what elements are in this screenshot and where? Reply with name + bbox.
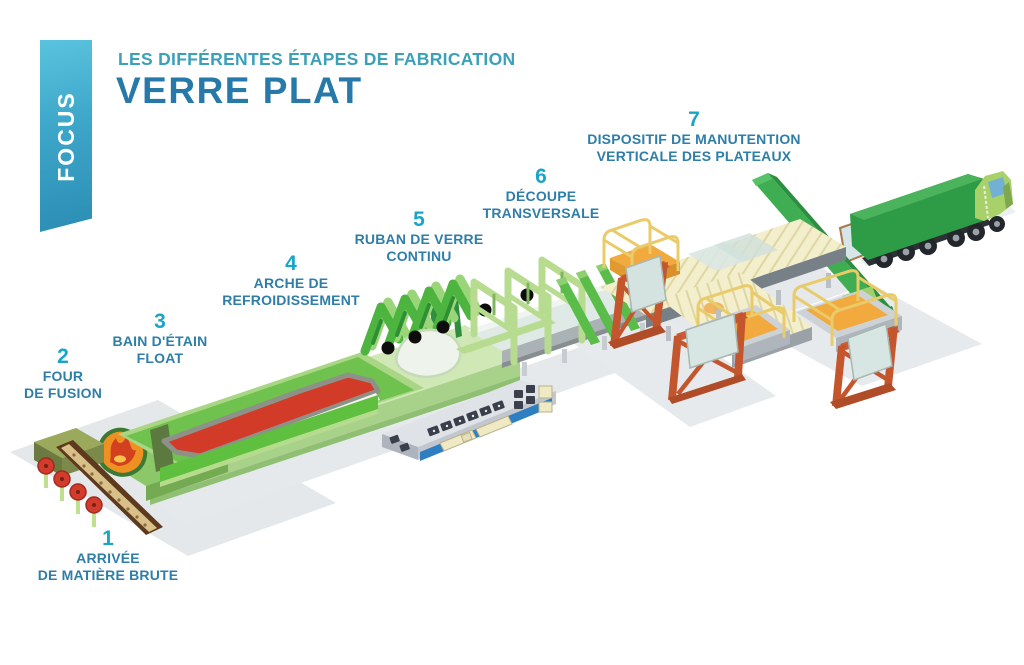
page-title: VERRE PLAT	[116, 70, 363, 111]
raw-material-conveyor	[34, 428, 163, 535]
step-text: FLOAT	[136, 349, 184, 366]
step-text: ARCHE DE	[253, 275, 329, 291]
glass-sheet	[847, 322, 893, 382]
truck-cab-window	[988, 177, 1007, 198]
step-text: DÉCOUPE	[505, 188, 577, 204]
page-subtitle: LES DIFFÉRENTES ÉTAPES DE FABRICATION	[118, 49, 516, 69]
focus-ribbon: FOCUS	[40, 40, 92, 232]
step-number: 6	[535, 165, 547, 188]
step-text: BAIN D'ÉTAIN	[112, 333, 208, 349]
ribbon-portal-frames	[470, 256, 586, 366]
step-text: DE MATIÈRE BRUTE	[37, 566, 179, 583]
glass-sheet-on-table	[688, 242, 752, 271]
step-label-6: 6 DÉCOUPE TRANSVERSALE	[483, 166, 600, 221]
step-text: DE FUSION	[23, 384, 103, 401]
step-label-4: 4 ARCHE DE REFROIDISSEMENT	[222, 253, 360, 308]
console-buttons	[389, 400, 505, 452]
step-label-7: 7 DISPOSITIF DE MANUTENTION VERTICALE DE…	[587, 109, 800, 164]
step-label-2: 2 FOUR DE FUSION	[24, 346, 102, 401]
step-text: TRANSVERSALE	[482, 204, 600, 221]
step-text: REFROIDISSEMENT	[222, 291, 360, 308]
step-number: 7	[688, 108, 700, 131]
step-label-1: 1 ARRIVÉE DE MATIÈRE BRUTE	[38, 528, 179, 583]
glass-rack-1	[608, 254, 670, 349]
step-number: 3	[154, 310, 166, 333]
cooling-arches	[360, 274, 483, 356]
feeder-wheels	[37, 457, 103, 527]
step-text: VERTICALE DES PLATEAUX	[596, 147, 792, 164]
control-console	[382, 380, 556, 461]
glass-rack-3	[830, 322, 900, 409]
truck-wheels	[875, 216, 1005, 268]
molten-glass-ribbon	[161, 372, 381, 459]
float-bath	[118, 352, 424, 487]
glass-sheet	[685, 312, 739, 370]
step-text: DISPOSITIF DE MANUTENTION	[587, 131, 801, 147]
focus-label: FOCUS	[52, 90, 79, 182]
glass-rack-2	[668, 312, 748, 404]
step-number: 2	[57, 345, 69, 368]
step-number: 1	[102, 527, 114, 550]
step-text: RUBAN DE VERRE	[354, 231, 484, 247]
step-number: 5	[413, 208, 425, 231]
step-text: ARRIVÉE	[76, 550, 140, 566]
console-screens	[439, 385, 553, 452]
step-label-3: 3 BAIN D'ÉTAIN FLOAT	[113, 311, 208, 366]
truck	[838, 162, 1013, 268]
step-label-5: 5 RUBAN DE VERRE CONTINU	[355, 209, 484, 264]
roller-sensors	[381, 288, 534, 355]
step-number: 4	[285, 252, 297, 275]
glass-sheet	[625, 254, 667, 314]
step-text: FOUR	[42, 368, 84, 384]
step-text: CONTINU	[386, 247, 452, 264]
